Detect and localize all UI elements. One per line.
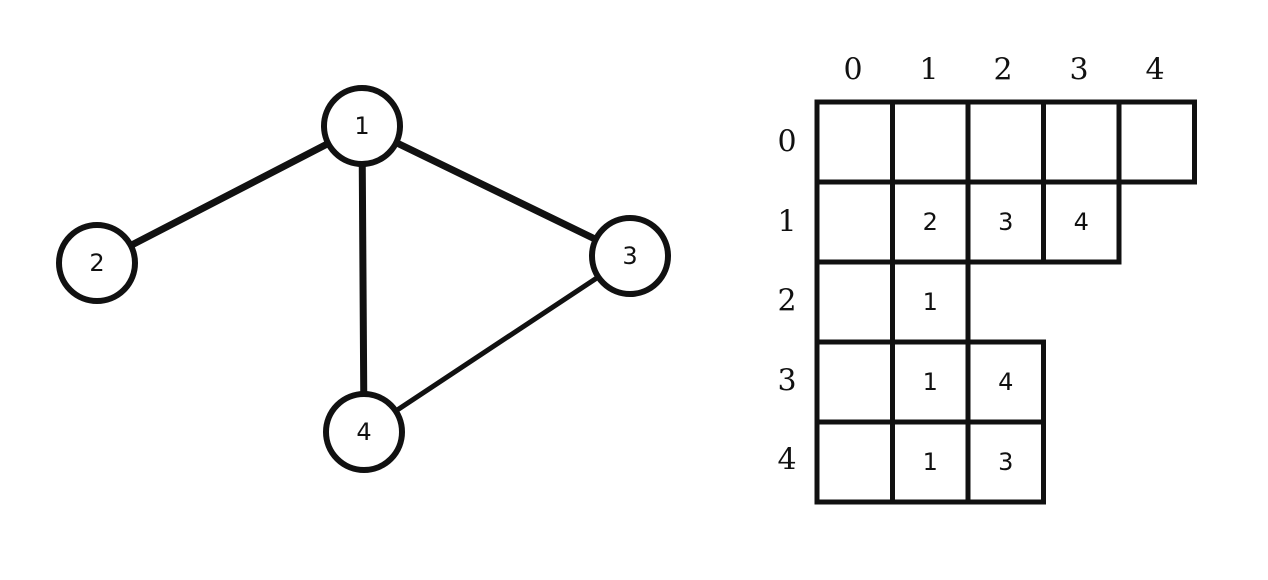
- table-cell: [814, 259, 895, 345]
- graph-node-3: 3: [589, 215, 671, 297]
- table-row-2: 1: [814, 259, 971, 345]
- column-headers: 0 1 2 3 4: [843, 53, 1164, 88]
- table-cell: [1116, 99, 1197, 185]
- graph-node-4: 4: [323, 391, 405, 473]
- row-header-0: 0: [777, 125, 796, 160]
- cell-value: 4: [998, 368, 1013, 396]
- table-cell: [814, 179, 895, 265]
- cell-value: 2: [923, 208, 938, 236]
- table-cell: [814, 419, 895, 505]
- cell-value: 1: [923, 368, 938, 396]
- cell-value: 4: [1074, 208, 1089, 236]
- node-label: 1: [354, 112, 369, 140]
- graph-nodes: 1 2 3 4: [56, 85, 671, 473]
- node-circle: [323, 391, 405, 473]
- node-label: 2: [89, 249, 104, 277]
- row-header-1: 1: [777, 205, 796, 240]
- edge-1-4: [358, 122, 368, 436]
- column-header-0: 0: [843, 53, 862, 88]
- cell-value: 3: [998, 448, 1013, 476]
- table-cell: [890, 259, 971, 345]
- column-header-4: 4: [1145, 53, 1164, 88]
- row-headers: 0 1 2 3 4: [777, 125, 796, 478]
- table-cell: [814, 99, 895, 185]
- table-cell: [1041, 179, 1122, 265]
- node-label: 3: [622, 242, 637, 270]
- row-header-2: 2: [777, 284, 796, 319]
- table-cell: [965, 99, 1046, 185]
- cell-value: 1: [923, 288, 938, 316]
- table-cell: [965, 339, 1046, 425]
- graph-edges: [93, 122, 634, 436]
- table-row-1: 2 3 4: [814, 179, 1122, 265]
- node-circle: [321, 85, 403, 167]
- column-header-3: 3: [1069, 53, 1088, 88]
- table-cell: [965, 419, 1046, 505]
- node-label: 4: [356, 418, 371, 446]
- row-header-4: 4: [777, 443, 796, 478]
- edge-3-4: [361, 253, 633, 435]
- cell-value: 3: [998, 208, 1013, 236]
- table-cell: [890, 99, 971, 185]
- table-cell: [1041, 99, 1122, 185]
- table-cell: [814, 339, 895, 425]
- edge-1-2: [93, 122, 366, 267]
- column-header-1: 1: [919, 53, 938, 88]
- node-circle: [56, 222, 138, 304]
- row-header-3: 3: [777, 364, 796, 399]
- graph-node-2: 2: [56, 222, 138, 304]
- edge-1-3: [358, 122, 634, 260]
- graph-node-1: 1: [321, 85, 403, 167]
- column-header-2: 2: [993, 53, 1012, 88]
- table-row-0: [814, 99, 1197, 185]
- node-circle: [589, 215, 671, 297]
- cell-value: 1: [923, 448, 938, 476]
